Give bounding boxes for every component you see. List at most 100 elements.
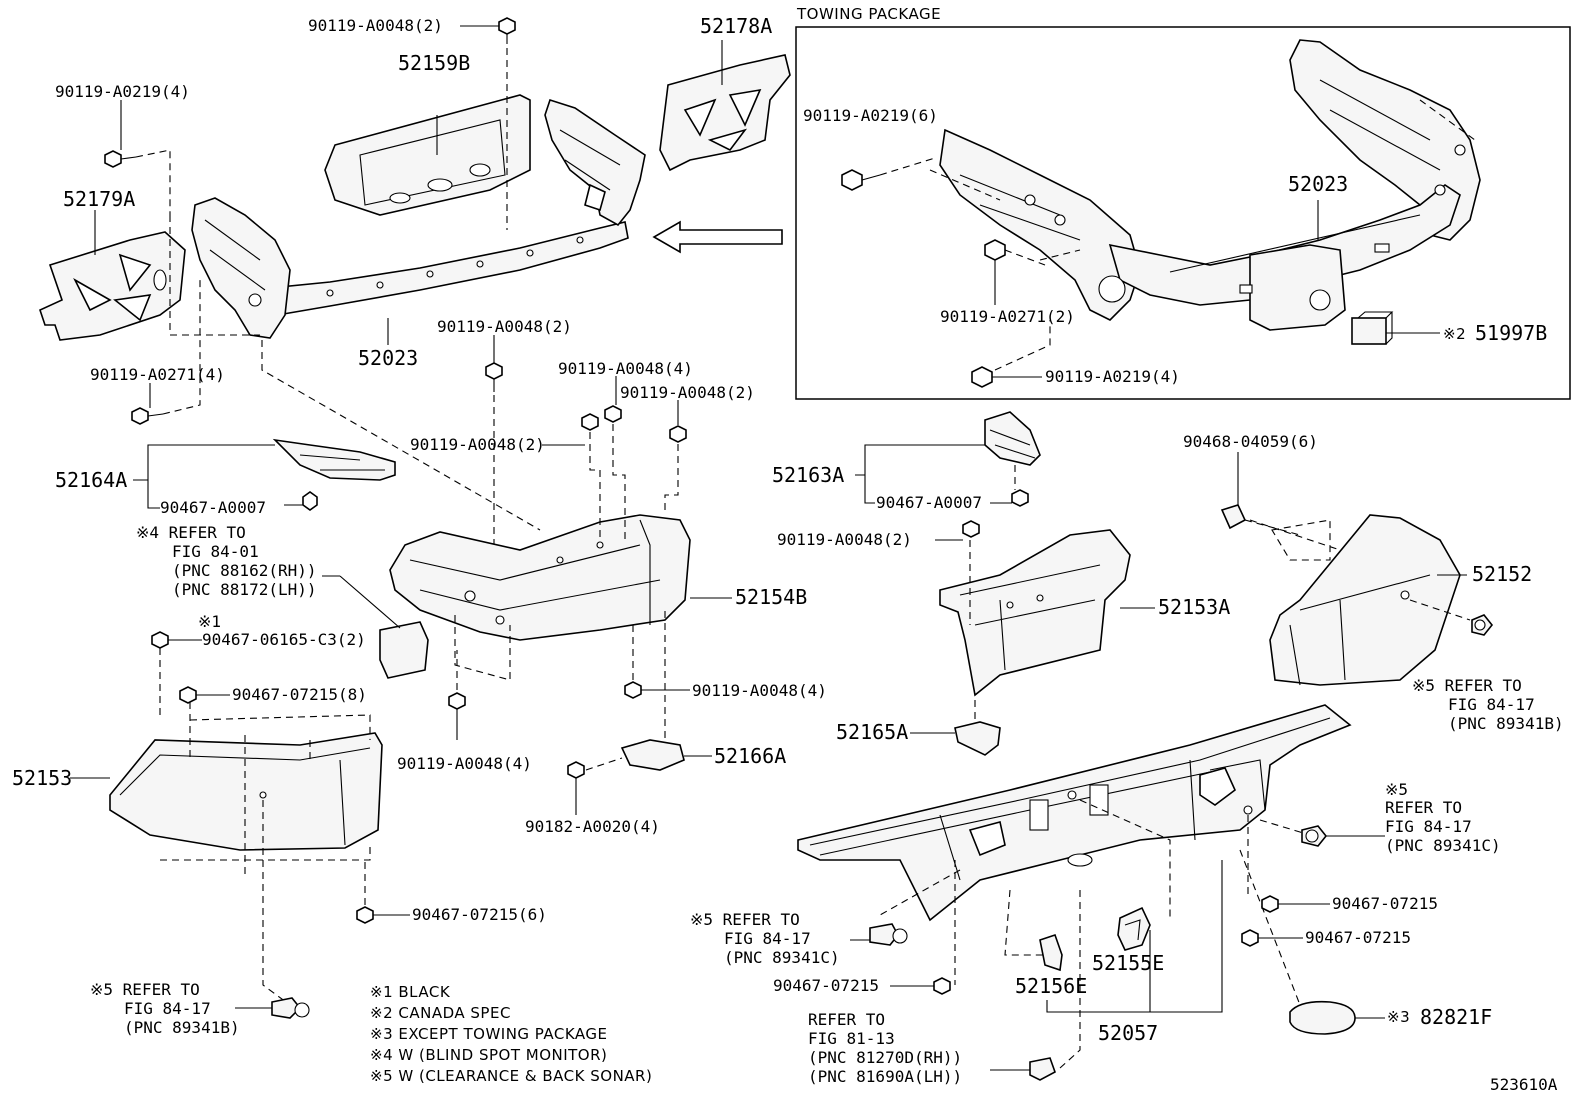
legend-item: ※5 W (CLEARANCE & BACK SONAR) (370, 1067, 652, 1085)
label-52155E: 52155E (1092, 951, 1164, 975)
inset-arrow (652, 220, 783, 254)
bolt-90119-A0219 (104, 100, 171, 215)
clip-90467-07215-8 (179, 686, 197, 704)
sonar-mid (850, 923, 908, 946)
inset-hitch-label: 52023 (1288, 172, 1348, 196)
sonar-right-lower (1301, 825, 1385, 847)
svg-text:(PNC 89341C): (PNC 89341C) (724, 948, 840, 967)
inset-bolt-bottom-label: 90119-A0219(4) (1045, 367, 1180, 386)
label-52178A: 52178A (700, 14, 772, 38)
note-refer-84-17-c-right: ※5 REFER TO FIG 84-17 (PNC 89341C) (1385, 780, 1501, 855)
svg-text:※5 REFER TO: ※5 REFER TO (90, 980, 200, 999)
label-90467-07215-a: 90467-07215 (1332, 894, 1438, 913)
svg-text:※5 REFER TO: ※5 REFER TO (1412, 676, 1522, 695)
bracket-52166A (620, 610, 712, 771)
bumper-end-52153 (70, 648, 383, 1006)
label-90119-A0271-4: 90119-A0271(4) (90, 365, 225, 384)
label-90182-A0020-4: 90182-A0020(4) (525, 817, 660, 836)
svg-text:FIG 84-17: FIG 84-17 (1448, 695, 1535, 714)
label-90467-06165: 90467-06165-C3(2) (202, 630, 366, 649)
label-90467-A0007-left: 90467-A0007 (160, 498, 266, 517)
note-mark-1: ※1 (198, 612, 221, 631)
label-52156E: 52156E (1015, 974, 1087, 998)
legend: ※1 BLACK ※2 CANADA SPEC ※3 EXCEPT TOWING… (370, 983, 652, 1085)
mark-82821F: ※3 (1387, 1008, 1410, 1026)
legend-item: ※2 CANADA SPEC (370, 1004, 511, 1022)
svg-text:(PNC 81690A(LH)): (PNC 81690A(LH)) (808, 1067, 962, 1086)
bracket-52163A (984, 411, 1041, 490)
clip-90467-A0007-left (302, 491, 318, 511)
bolt-90119-A0048-r2 (935, 520, 980, 541)
inset-bolt-top (841, 157, 936, 191)
inset-bolt-mid-label: 90119-A0271(2) (940, 307, 1075, 326)
svg-text:FIG 81-13: FIG 81-13 (808, 1029, 895, 1048)
svg-text:REFER TO: REFER TO (808, 1010, 885, 1029)
note-refer-81-13: REFER TO FIG 81-13 (PNC 81270D(RH)) (PNC… (808, 1010, 962, 1086)
legend-item: ※3 EXCEPT TOWING PACKAGE (370, 1025, 608, 1043)
note-refer-84-01: ※4 REFER TO FIG 84-01 (PNC 88162(RH)) (P… (136, 523, 340, 599)
bolt-group-top-right (581, 376, 687, 540)
clip-90467-07215-c (890, 977, 951, 995)
label-90119-A0048-4-right: 90119-A0048(4) (692, 681, 827, 700)
label-52154B: 52154B (735, 585, 807, 609)
label-52153: 52153 (12, 766, 72, 790)
bracket-52165A (910, 721, 1001, 756)
label-52023: 52023 (358, 346, 418, 370)
inset-bolt-mid (984, 239, 1046, 292)
sonar-right-upper (1471, 614, 1494, 636)
towing-package-title: TOWING PACKAGE (796, 5, 941, 23)
label-90119-A0048-2-right: 90119-A0048(2) (620, 383, 755, 402)
label-90119-A0048-2-left: 90119-A0048(2) (410, 435, 545, 454)
bracket-52153A (939, 529, 1131, 730)
bolt-90119-A0048-top (460, 17, 516, 230)
note-refer-84-17-b-left: ※5 REFER TO FIG 84-17 (PNC 89341B) (90, 980, 240, 1037)
legend-item: ※1 BLACK (370, 983, 451, 1001)
clip-90467-07215-b (1241, 929, 1303, 947)
label-52166A: 52166A (714, 744, 786, 768)
label-52164A: 52164A (55, 468, 127, 492)
bolt-90119-A0271 (131, 215, 260, 425)
frame-crossmember-52023 (191, 98, 646, 339)
label-90119-A0048-4-top: 90119-A0048(4) (558, 359, 693, 378)
clip-90467-07215-a (1261, 895, 1330, 913)
sensor-module (339, 575, 429, 679)
sonar-left (235, 997, 310, 1019)
label-90468-04059-6: 90468-04059(6) (1183, 432, 1318, 451)
label-52165A: 52165A (836, 720, 908, 744)
svg-text:FIG 84-17: FIG 84-17 (124, 999, 211, 1018)
label-52057: 52057 (1098, 1021, 1158, 1045)
legend-item: ※4 W (BLIND SPOT MONITOR) (370, 1046, 607, 1064)
svg-text:※5: ※5 (1385, 780, 1408, 799)
bolt-90119-A0048-bottom (448, 650, 466, 740)
svg-text:※4 REFER TO: ※4 REFER TO (136, 523, 246, 542)
note-refer-84-17-b-right: ※5 REFER TO FIG 84-17 (PNC 89341B) (1412, 676, 1564, 733)
label-90119-A0048-4-bottom: 90119-A0048(4) (397, 754, 532, 773)
svg-text:(PNC 89341B): (PNC 89341B) (124, 1018, 240, 1037)
bracket-52164A (272, 438, 396, 481)
bumper-end-52152 (1249, 514, 1471, 686)
label-52159B: 52159B (398, 51, 470, 75)
label-90467-07215-8: 90467-07215(8) (232, 685, 367, 704)
note-refer-84-17-c-mid: ※5 REFER TO FIG 84-17 (PNC 89341C) (690, 910, 840, 967)
bolt-90119-A0048-mid (485, 335, 503, 570)
label-90467-07215-b: 90467-07215 (1305, 928, 1411, 947)
svg-text:(PNC 89341C): (PNC 89341C) (1385, 836, 1501, 855)
svg-text:FIG 84-01: FIG 84-01 (172, 542, 259, 561)
label-52163A: 52163A (772, 463, 844, 487)
lamp-connector-81 (990, 1057, 1056, 1081)
svg-text:FIG 84-17: FIG 84-17 (724, 929, 811, 948)
hitch-receiver-drawing (929, 39, 1481, 345)
inset-plug-label: 51997B (1475, 321, 1547, 345)
bracket-bracket-lines (1046, 860, 1223, 1013)
svg-text:※5 REFER TO: ※5 REFER TO (690, 910, 800, 929)
label-90119-A0219-4: 90119-A0219(4) (55, 82, 190, 101)
towing-package-inset: TOWING PACKAGE (795, 5, 1571, 400)
bracket-52155E (1117, 906, 1151, 951)
label-90119-A0048-2-r2: 90119-A0048(2) (777, 530, 912, 549)
nut-90182-A0020 (567, 757, 623, 815)
lamp-82821F (1289, 1000, 1385, 1035)
inset-bolt-bottom (971, 320, 1051, 388)
label-90467-07215-c: 90467-07215 (773, 976, 879, 995)
step-bumper-52057 (797, 704, 1352, 1069)
